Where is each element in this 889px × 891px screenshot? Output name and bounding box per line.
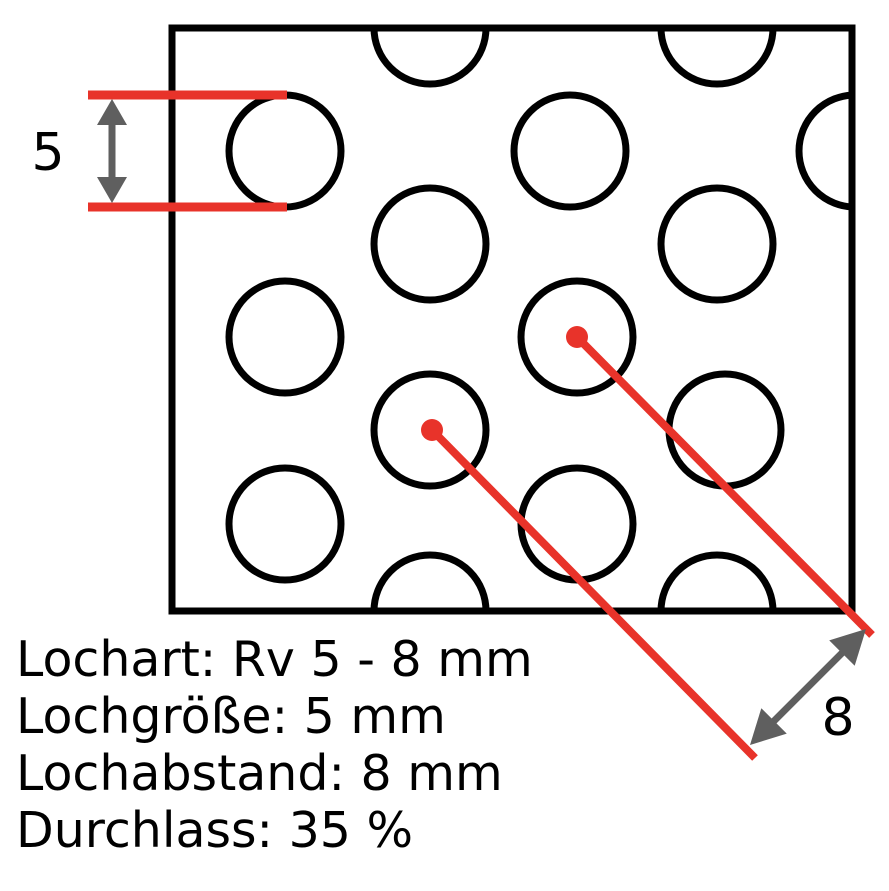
pitch-dimension-label: 8 xyxy=(821,688,854,748)
perforation-hole xyxy=(370,184,490,304)
hole-center-dot-lower xyxy=(421,419,443,441)
perforation-hole xyxy=(370,28,490,88)
perforation-hole xyxy=(795,91,852,211)
hole-center-dot-upper xyxy=(566,326,588,348)
perforation-hole xyxy=(665,370,785,490)
spec-line: Lochgröße: 5 mm xyxy=(16,688,446,745)
pitch-arrow-shaft xyxy=(767,646,849,728)
sheet-outline xyxy=(168,24,856,615)
perforation-hole xyxy=(225,277,345,397)
perforation-hole xyxy=(657,28,777,88)
perforation-hole xyxy=(517,464,637,584)
spec-line: Lochabstand: 8 mm xyxy=(16,745,503,802)
arrow-head-up-icon xyxy=(97,99,127,125)
arrow-head-northeast-icon xyxy=(829,629,866,666)
spec-line: Durchlass: 35 % xyxy=(16,802,413,859)
perforation-hole xyxy=(225,464,345,584)
arrow-head-down-icon xyxy=(97,177,127,203)
perforation-hole xyxy=(510,91,630,211)
hole-group xyxy=(225,28,852,611)
perforation-hole xyxy=(225,91,345,211)
pitch-center-line-lower xyxy=(429,427,758,761)
hole-size-dimension: 5 xyxy=(31,90,287,212)
perforation-hole xyxy=(657,184,777,304)
pitch-dimension: 8 xyxy=(421,326,875,761)
perforation-hole xyxy=(657,551,777,611)
perforation-hole xyxy=(370,551,490,611)
spec-line: Lochart: Rv 5 - 8 mm xyxy=(16,631,533,688)
hole-size-dimension-label: 5 xyxy=(31,123,64,183)
pitch-center-line-upper xyxy=(574,334,875,638)
arrow-head-southwest-icon xyxy=(750,708,787,745)
perforation-hole xyxy=(370,370,490,490)
perforation-hole xyxy=(517,277,637,397)
